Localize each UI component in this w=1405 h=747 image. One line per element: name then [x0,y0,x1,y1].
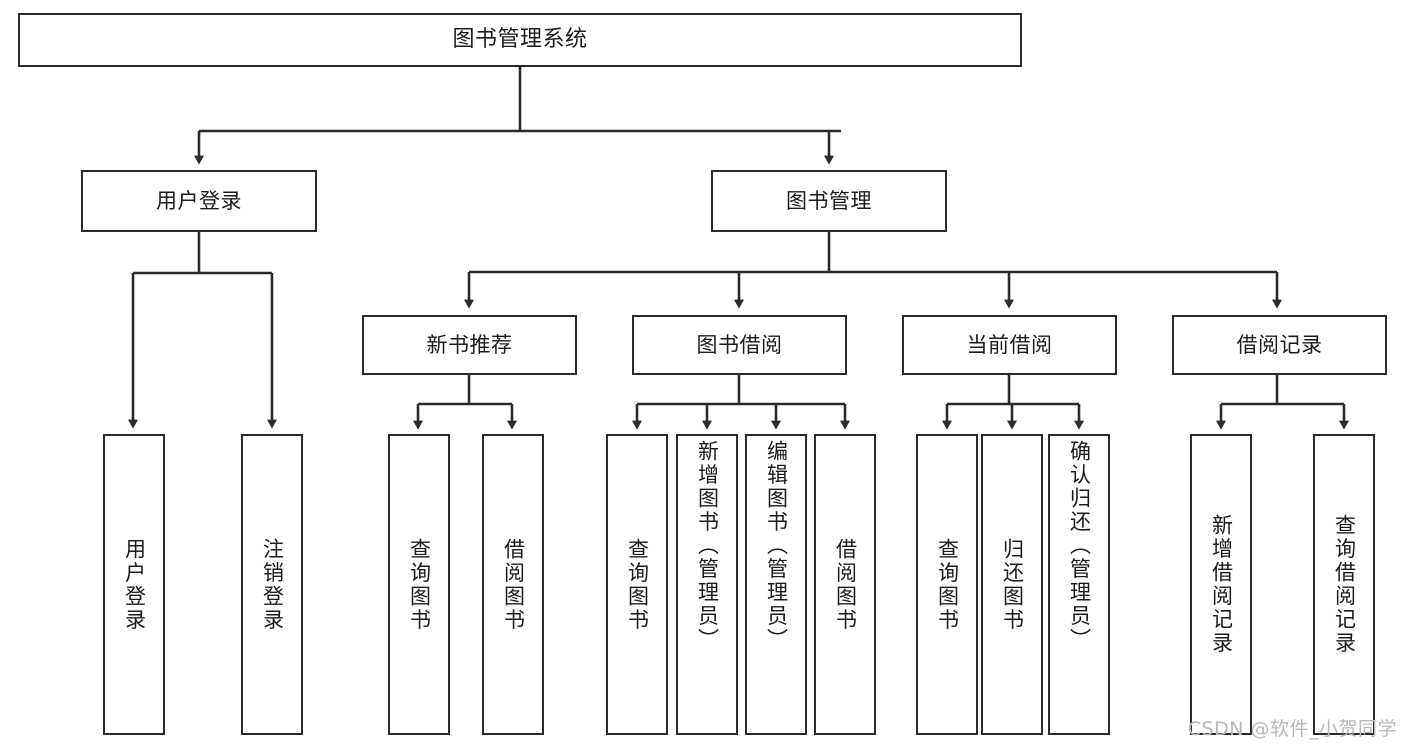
node-label: 图书管理 [786,188,872,213]
node-label: 借阅图书 [833,537,858,632]
node-label: 新增借阅记录 [1209,514,1234,655]
node-label: 确认归还（管理员） [1067,440,1092,652]
node-label: 查询图书 [625,537,650,632]
node-leaf-return-book[interactable]: 归还图书 [981,434,1043,735]
node-leaf-user-login[interactable]: 用户登录 [103,434,165,735]
node-label: 借阅图书 [501,537,526,632]
node-label: 用户登录 [156,188,242,213]
node-leaf-add-book-admin[interactable]: 新增图书（管理员） [676,434,738,735]
node-leaf-query-book-2[interactable]: 查询图书 [606,434,668,735]
node-leaf-borrow-book-2[interactable]: 借阅图书 [814,434,876,735]
node-label: 新增图书（管理员） [695,440,720,652]
node-label: 注销登录 [260,537,285,632]
node-book-management[interactable]: 图书管理 [711,170,947,232]
node-label: 当前借阅 [966,332,1053,357]
node-leaf-edit-book-admin[interactable]: 编辑图书（管理员） [745,434,807,735]
node-user-login[interactable]: 用户登录 [81,170,317,232]
node-leaf-add-borrow-record[interactable]: 新增借阅记录 [1190,434,1252,735]
node-label: 查询借阅记录 [1332,514,1357,655]
node-label: 用户登录 [122,537,147,632]
node-current-borrow[interactable]: 当前借阅 [902,315,1117,375]
node-label: 借阅记录 [1236,332,1323,357]
node-leaf-confirm-return-admin[interactable]: 确认归还（管理员） [1048,434,1110,735]
node-leaf-query-book-3[interactable]: 查询图书 [916,434,978,735]
node-borrow-record[interactable]: 借阅记录 [1172,315,1387,375]
node-leaf-borrow-book-1[interactable]: 借阅图书 [482,434,544,735]
node-label: 图书借阅 [696,332,783,357]
node-label: 归还图书 [1000,537,1025,632]
node-book-borrow[interactable]: 图书借阅 [632,315,847,375]
node-leaf-logout-login[interactable]: 注销登录 [241,434,303,735]
node-new-book-recommend[interactable]: 新书推荐 [362,315,577,375]
node-leaf-query-borrow-record[interactable]: 查询借阅记录 [1313,434,1375,735]
node-label: 新书推荐 [426,332,513,357]
node-leaf-query-book-1[interactable]: 查询图书 [388,434,450,735]
node-label: 编辑图书（管理员） [764,440,789,652]
node-label: 图书管理系统 [452,27,588,53]
node-label: 查询图书 [935,537,960,632]
node-label: 查询图书 [407,537,432,632]
node-root-book-management-system[interactable]: 图书管理系统 [18,13,1022,67]
